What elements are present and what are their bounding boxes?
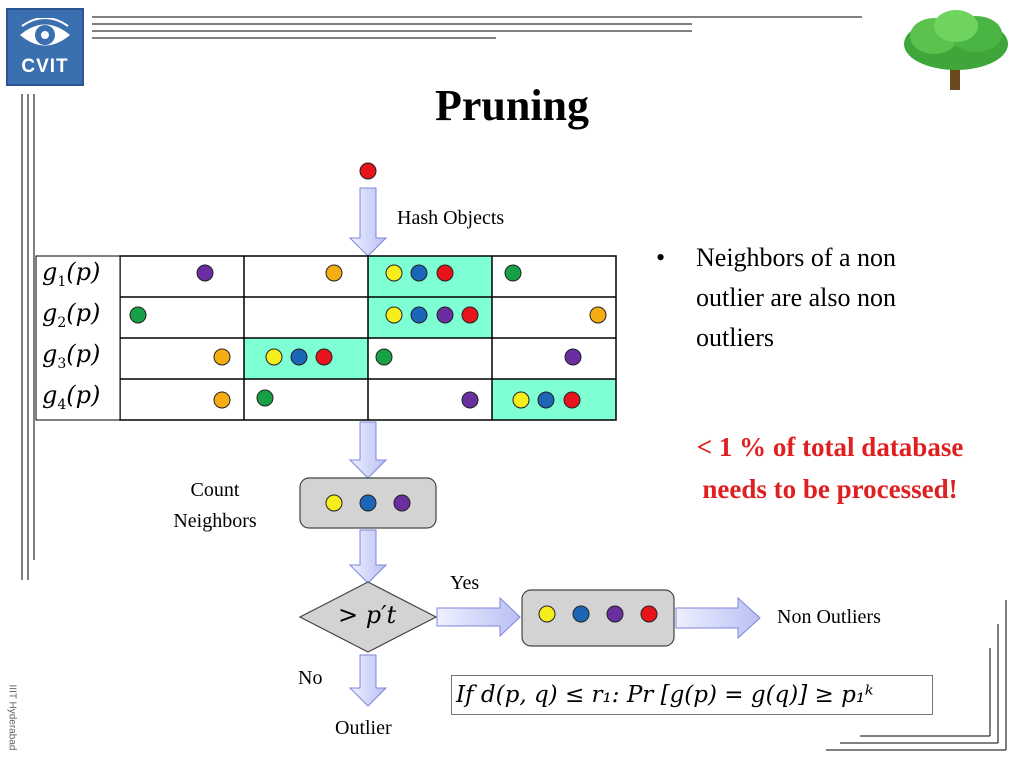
hash-table [35, 255, 617, 421]
bullet-text: Neighbors of a non outlier are also non … [696, 243, 897, 352]
hash-objects-label: Hash Objects [397, 207, 505, 229]
yes-label: Yes [450, 572, 480, 594]
formula-box: If d(p, q) ≤ r₁: Pr [g(p) = g(q)] ≥ p₁ᵏ [451, 675, 933, 715]
decision-diamond [298, 581, 438, 653]
side-footer: IIIT Hyderabad [2, 680, 18, 760]
row4-points [213, 389, 581, 409]
slide-title: Pruning [434, 81, 590, 130]
row1-points [196, 264, 522, 282]
row3-points [213, 348, 582, 366]
arrow-yes [436, 596, 521, 638]
arrow-down-hash [348, 187, 388, 257]
non-outlier-box [521, 589, 675, 647]
outlier-label: Outlier [335, 717, 392, 739]
row-label-1: g1(p) [42, 258, 101, 290]
tree-icon [904, 10, 1008, 90]
arrow-down-decision [348, 529, 388, 584]
non-outlier-points [538, 605, 658, 623]
cvit-logo: CVIT [6, 8, 84, 86]
query-point [359, 162, 377, 180]
non-outliers-label: Non Outliers [777, 606, 881, 628]
row-label-3: g3(p) [42, 340, 101, 372]
row2-points [129, 306, 607, 324]
count-points [325, 494, 411, 512]
row-label-4: g4(p) [42, 381, 101, 413]
diamond-label: > p′t [338, 601, 397, 629]
count-label-line1: Count [190, 479, 240, 501]
eye-icon [20, 18, 70, 46]
arrow-down-count [348, 421, 388, 479]
count-label-line2: Neighbors [173, 510, 257, 532]
highlight-text: < 1 % of total database needs to be proc… [696, 432, 964, 504]
arrow-no [348, 654, 388, 707]
logo-text: CVIT [21, 56, 69, 77]
bullet-icon: • [656, 243, 666, 272]
arrow-non-outliers [675, 596, 761, 640]
side-footer-text: IIIT Hyderabad [6, 684, 18, 751]
row-label-2: g2(p) [42, 299, 101, 331]
no-label: No [298, 667, 323, 689]
